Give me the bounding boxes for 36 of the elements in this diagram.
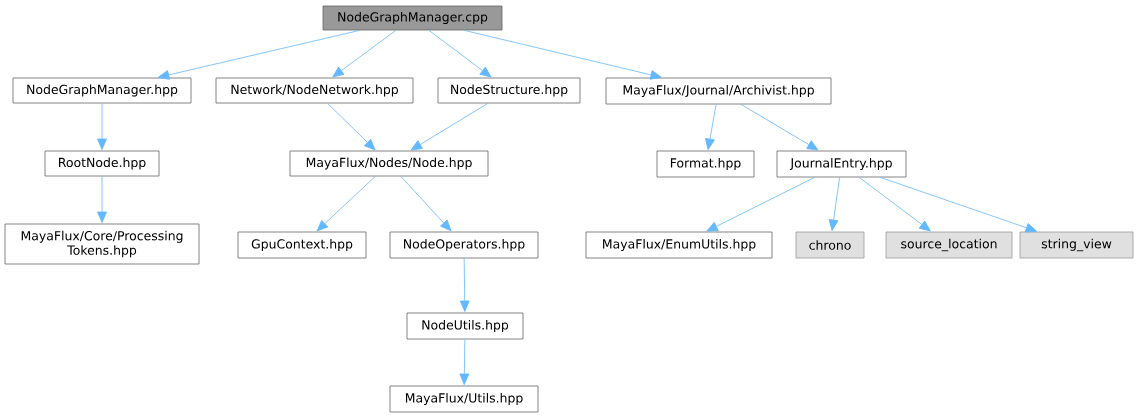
header-file-box: NodeGraphManager.hpp <box>12 77 192 104</box>
arrow <box>97 176 107 223</box>
library-header-box: string_view <box>1019 231 1134 259</box>
arrow <box>706 177 816 232</box>
arrow <box>97 103 107 150</box>
arrow <box>459 258 470 312</box>
source-file-box: NodeGraphManager.cpp <box>322 5 503 31</box>
header-file-box: Format.hpp <box>656 150 755 178</box>
arrow <box>400 176 452 232</box>
arrow <box>879 177 1038 233</box>
arrow <box>858 177 931 232</box>
header-file-box: MayaFlux/Core/Processing Tokens.hpp <box>4 223 200 265</box>
arrow <box>705 104 717 150</box>
header-file-box: JournalEntry.hpp <box>776 150 907 178</box>
arrow <box>740 104 819 151</box>
arrow <box>464 30 662 80</box>
arrow <box>828 177 840 231</box>
header-file-box: MayaFlux/EnumUtils.hpp <box>585 231 773 259</box>
header-file-box: RootNode.hpp <box>44 150 160 177</box>
header-file-box: NodeUtils.hpp <box>406 312 524 340</box>
arrow <box>428 30 492 78</box>
header-file-box: GpuContext.hpp <box>237 231 367 259</box>
library-header-box: source_location <box>885 231 1013 259</box>
header-file-box: NodeOperators.hpp <box>389 231 539 259</box>
arrow <box>316 176 376 232</box>
header-file-box: MayaFlux/Journal/Archivist.hpp <box>605 77 832 105</box>
header-file-box: MayaFlux/Utils.hpp <box>389 385 539 413</box>
arrow <box>327 103 376 151</box>
arrow <box>410 103 489 151</box>
arrow <box>332 30 397 78</box>
library-header-box: chrono <box>795 231 865 259</box>
arrow <box>157 30 360 80</box>
arrow <box>459 339 470 385</box>
header-file-box: Network/NodeNetwork.hpp <box>215 77 414 104</box>
header-file-box: NodeStructure.hpp <box>437 77 581 104</box>
header-file-box: MayaFlux/Nodes/Node.hpp <box>289 150 489 177</box>
